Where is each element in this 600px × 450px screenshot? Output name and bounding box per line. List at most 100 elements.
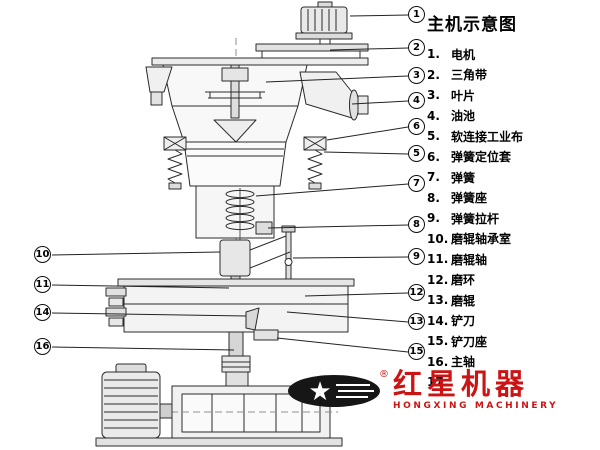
star-icon: ★ — [308, 377, 331, 407]
leader-line-12 — [304, 292, 409, 297]
callout-7: 7 — [408, 175, 425, 192]
brand-name-cn: 红星机器 — [393, 367, 530, 402]
legend-item: 14.铲刀 — [427, 311, 599, 332]
callout-11: 11 — [34, 276, 51, 293]
feed-hopper-part — [145, 66, 173, 106]
callout-6: 6 — [408, 118, 425, 135]
leader-line-3 — [265, 75, 409, 83]
leader-line-2 — [329, 47, 409, 51]
legend-item-label: 主轴 — [451, 355, 476, 370]
top-motor-part — [295, 1, 353, 40]
legend-item-label: 弹簧定位套 — [451, 150, 512, 165]
leader-line-4 — [351, 100, 409, 105]
leader-line-8 — [267, 224, 409, 229]
callout-14: 14 — [34, 304, 51, 321]
callout-15: 15 — [408, 343, 425, 360]
leader-line-11 — [51, 284, 230, 289]
shovel-seat-part — [253, 329, 279, 341]
legend-item: 17. — [427, 372, 599, 393]
right-spring-unit-part — [303, 136, 327, 190]
legend-item-number: 4. — [427, 108, 440, 123]
brand-text: 红星机器 HONGXING MACHINERY — [393, 367, 559, 411]
leader-line-13 — [286, 311, 409, 323]
legend-item-label: 磨环 — [451, 273, 476, 288]
legend-item-label: 油池 — [451, 109, 476, 124]
base-body-part — [105, 278, 355, 333]
legend-item: 1.电机 — [427, 44, 599, 65]
brand-name-en: HONGXING MACHINERY — [393, 400, 559, 411]
registered-mark: ® — [379, 369, 389, 380]
legend-item-number: 2. — [427, 67, 440, 82]
leader-line-1 — [349, 14, 409, 17]
legend-item-label: 电机 — [451, 47, 476, 62]
brand-watermark: ★ ® 红星机器 HONGXING MACHINERY — [286, 361, 598, 419]
legend-item-number: 12. — [427, 272, 449, 287]
legend-item-label: 磨辊轴承室 — [451, 232, 512, 247]
legend-item-label: 软连接工业布 — [451, 129, 524, 144]
legend-item-number: 17. — [427, 375, 449, 390]
legend-item: 9. 弹簧拉杆 — [427, 208, 599, 229]
legend-item: 6. 弹簧定位套 — [427, 147, 599, 168]
vbelt-platform-part — [255, 39, 369, 58]
page-title: 主机示意图 — [427, 15, 517, 35]
callout-10: 10 — [34, 246, 51, 263]
base-plate-part — [95, 437, 343, 447]
legend-item-number: 9. — [427, 211, 440, 226]
legend-list: 1.电机 2. 三角带 3. 叶片 4. 油池 5. 软连接工业布 6. 弹簧定位套 7. 弹簧 8. 弹簧… — [427, 44, 599, 393]
bottom-motor-part — [101, 363, 173, 439]
leader-line-6 — [326, 126, 409, 141]
callout-13: 13 — [408, 313, 425, 330]
callout-1: 1 — [408, 6, 425, 23]
legend-item: 11.磨辊轴 — [427, 249, 599, 270]
legend-item-label: 弹簧拉杆 — [451, 211, 500, 226]
legend-item: 16.主轴 — [427, 352, 599, 373]
legend-item: 13.磨辊 — [427, 290, 599, 311]
callout-8: 8 — [408, 216, 425, 233]
callout-12: 12 — [408, 284, 425, 301]
leader-line-5 — [323, 151, 409, 155]
legend-item-number: 7. — [427, 170, 440, 185]
legend-item-number: 16. — [427, 354, 449, 369]
callout-9: 9 — [408, 248, 425, 265]
legend-item-number: 10. — [427, 231, 449, 246]
legend-panel: 主机示意图 1.电机 2. 三角带 3. 叶片 4. 油池 5. 软连接工业布 6. 弹簧定位套 7.… — [427, 10, 599, 393]
legend-item-label: 叶片 — [451, 88, 476, 103]
legend-item-label: 弹簧 — [451, 170, 476, 185]
legend-item: 10.磨辊轴承室 — [427, 229, 599, 250]
callout-5: 5 — [408, 145, 425, 162]
legend-item: 5. 软连接工业布 — [427, 126, 599, 147]
legend-item: 4. 油池 — [427, 106, 599, 127]
leader-line-9 — [292, 256, 409, 259]
legend-item-number: 15. — [427, 334, 449, 349]
legend-item-number: 8. — [427, 190, 440, 205]
callout-16: 16 — [34, 338, 51, 355]
leader-line-7 — [255, 183, 409, 197]
legend-item-label: 磨辊轴 — [451, 252, 488, 267]
legend-item-number: 6. — [427, 149, 440, 164]
spring-rod-part — [281, 225, 296, 287]
leader-line-10 — [51, 251, 221, 256]
legend-item-label: 弹簧座 — [451, 191, 488, 206]
legend-item: 12.磨环 — [427, 270, 599, 291]
legend-item-number: 13. — [427, 293, 449, 308]
legend-item: 2. 三角带 — [427, 65, 599, 86]
legend-item-number: 3. — [427, 88, 440, 103]
legend-item-number: 11. — [427, 252, 449, 267]
legend-item: 7. 弹簧 — [427, 167, 599, 188]
callout-3: 3 — [408, 67, 425, 84]
legend-item-number: 5. — [427, 129, 440, 144]
legend-item-label: 铲刀座 — [451, 334, 488, 349]
left-spring-unit-part — [163, 136, 187, 190]
leader-line-14 — [51, 312, 247, 317]
legend-item-label: 磨辊 — [451, 293, 476, 308]
legend-item-label: 三角带 — [451, 68, 488, 83]
star-oval-logo-icon: ★ ® — [288, 369, 389, 407]
callout-2: 2 — [408, 39, 425, 56]
gearbox-part — [160, 371, 338, 439]
legend-item-label: 铲刀 — [451, 314, 476, 329]
outlet-duct-part — [299, 71, 369, 121]
legend-item: 15.铲刀座 — [427, 331, 599, 352]
leader-line-16 — [51, 346, 235, 351]
